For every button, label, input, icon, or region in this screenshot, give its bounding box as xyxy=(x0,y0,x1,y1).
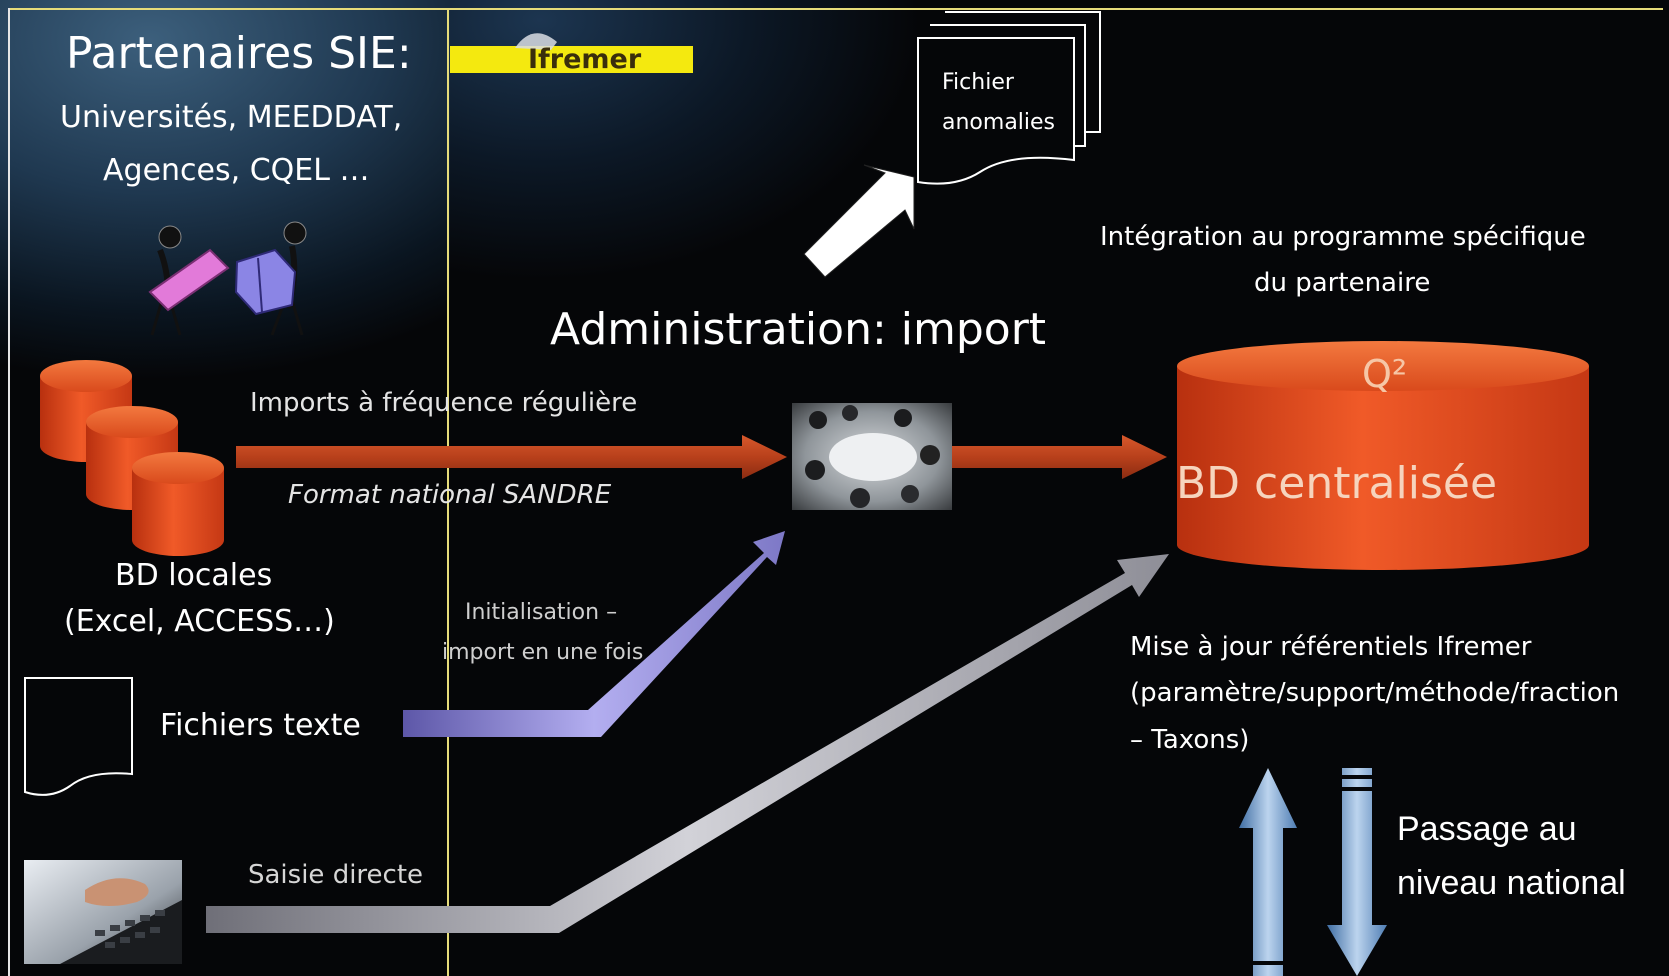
page-title: Administration: import xyxy=(550,304,1047,355)
anomalies-label-1: Fichier xyxy=(942,70,1014,95)
anomalies-document-icon xyxy=(917,11,1101,185)
init-label-2: import en une fois xyxy=(442,640,644,665)
ifremer-logo xyxy=(450,33,693,73)
central-db-label: BD centralisée xyxy=(1176,458,1498,509)
init-label-1: Initialisation – xyxy=(465,600,618,625)
central-db-superscript: Q² xyxy=(1362,352,1408,396)
referentials-line-3: – Taxons) xyxy=(1130,725,1250,755)
national-line-2: niveau national xyxy=(1397,864,1626,902)
anomalies-label-2: anomalies xyxy=(942,110,1056,135)
imports-label: Imports à fréquence régulière xyxy=(250,388,638,418)
blue-up-arrow xyxy=(1239,768,1297,976)
text-files-label: Fichiers texte xyxy=(160,708,361,743)
partners-line-2: Agences, CQEL … xyxy=(103,153,370,188)
partners-line-1: Universités, MEEDDAT, xyxy=(60,100,403,135)
text-file-icon xyxy=(24,677,133,796)
local-databases-icon xyxy=(40,360,224,556)
meeting-photo-icon xyxy=(792,403,952,510)
white-arrow-to-anomalies xyxy=(803,164,915,278)
frame-left-line xyxy=(8,8,10,976)
partners-title: Partenaires SIE: xyxy=(66,28,412,79)
frame-top-line xyxy=(8,8,1663,10)
national-line-1: Passage au xyxy=(1397,810,1577,848)
referentials-line-2: (paramètre/support/méthode/fraction xyxy=(1130,678,1620,708)
referentials-line-1: Mise à jour référentiels Ifremer xyxy=(1130,632,1532,662)
ifremer-logo-text: Ifremer xyxy=(528,44,642,75)
orange-to-central-arrow xyxy=(952,435,1167,479)
blue-down-arrow xyxy=(1327,768,1387,976)
central-database-icon xyxy=(1177,341,1589,570)
direct-entry-label: Saisie directe xyxy=(248,860,424,890)
imports-format-label: Format national SANDRE xyxy=(288,480,612,510)
orange-import-arrow xyxy=(236,435,787,479)
lavender-init-arrow xyxy=(403,531,785,737)
integration-line-1: Intégration au programme spécifique xyxy=(1100,222,1586,252)
local-db-label-2: (Excel, ACCESS…) xyxy=(64,604,335,639)
workers-illustration-icon xyxy=(148,221,307,336)
underwater-background xyxy=(0,0,450,976)
local-db-label-1: BD locales xyxy=(115,558,273,593)
frame-divider-line xyxy=(447,8,449,976)
keyboard-photo-icon xyxy=(24,860,182,964)
integration-line-2: du partenaire xyxy=(1254,268,1431,298)
